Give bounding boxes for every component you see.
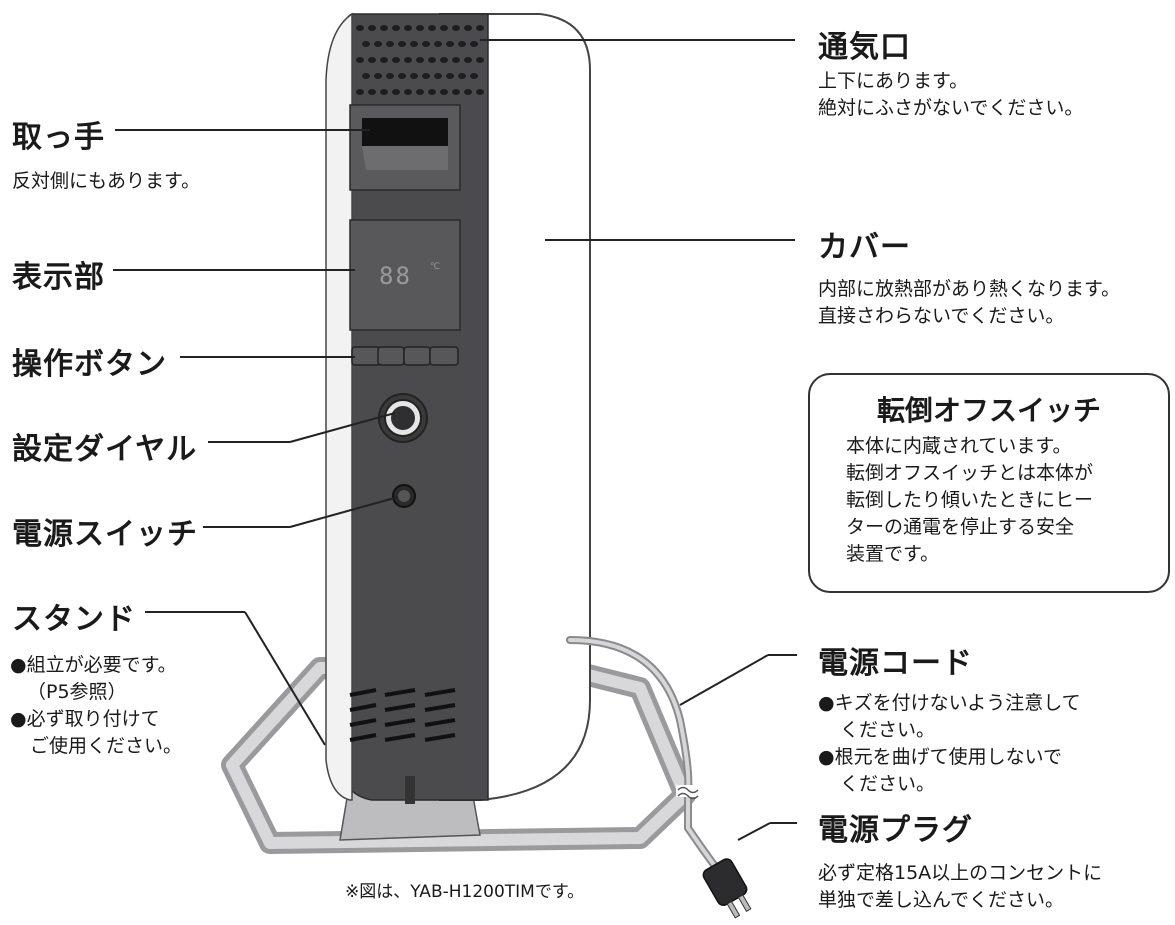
plug-desc-2: 単独で差し込んでください。 <box>818 889 1065 911</box>
tip-over-line-2: 転倒オフスイッチとは本体が <box>846 462 1094 484</box>
handle-grip <box>362 118 448 146</box>
display-label: 表示部 <box>12 260 105 295</box>
display-window <box>349 219 461 331</box>
footnote: ※図は、YAB-H1200TIMです。 <box>345 882 585 902</box>
power-switch-label: 電源スイッチ <box>12 517 198 552</box>
cord-desc-4: ください。 <box>840 773 936 795</box>
tip-over-switch-box: 転倒オフスイッチ 本体に内蔵されています。 転倒オフスイッチとは本体が 転倒した… <box>808 373 1170 593</box>
stand-desc-1: ●組立が必要です。 <box>10 654 177 676</box>
buttons-label: 操作ボタン <box>12 347 167 382</box>
cord-desc-1: ●キズを付けないよう注意して <box>818 692 1081 714</box>
handle-lip <box>362 146 448 170</box>
handle-label: 取っ手 <box>12 120 105 155</box>
plug-label: 電源プラグ <box>818 813 973 848</box>
cover-desc-1: 内部に放熱部があり熱くなります。 <box>818 278 1121 300</box>
handle-desc: 反対側にもあります。 <box>12 170 201 192</box>
power-plug <box>702 858 752 919</box>
vent-label: 通気口 <box>818 30 911 65</box>
cord-label: 電源コード <box>818 646 973 681</box>
vent-desc-1: 上下にあります。 <box>818 70 969 92</box>
bottom-vent <box>349 688 456 742</box>
tip-over-title: 転倒オフスイッチ <box>876 394 1101 427</box>
stand-desc-4: ご使用ください。 <box>30 735 183 757</box>
stand-desc-2: （P5参照） <box>27 681 127 703</box>
top-vent <box>356 25 484 95</box>
tip-over-line-4: ターの通電を停止する安全 <box>846 516 1075 538</box>
cover-label: カバー <box>818 230 911 265</box>
plug-desc-1: 必ず定格15A以上のコンセントに <box>818 862 1103 884</box>
tip-over-line-3: 転倒したり傾いたときにヒー <box>846 489 1094 511</box>
display-readout: 88 <box>379 262 412 290</box>
cover-desc-2: 直接さわらないでください。 <box>818 305 1065 327</box>
vent-desc-2: 絶対にふさがないでください。 <box>818 97 1084 119</box>
stand-desc-3: ●必ず取り付けて <box>10 708 160 730</box>
leader-lines <box>113 39 797 841</box>
tip-over-line-5: 装置です。 <box>846 543 940 565</box>
heater-left-edge <box>325 12 353 801</box>
control-buttons <box>351 346 459 366</box>
stand-label: スタンド <box>12 602 136 637</box>
tip-over-line-1: 本体に内蔵されています。 <box>846 435 1072 457</box>
cord-desc-2: ください。 <box>840 719 936 741</box>
display-unit: ℃ <box>430 262 441 272</box>
dial-label: 設定ダイヤル <box>12 432 198 467</box>
cord-desc-3: ●根元を曲げて使用しないで <box>818 746 1063 768</box>
